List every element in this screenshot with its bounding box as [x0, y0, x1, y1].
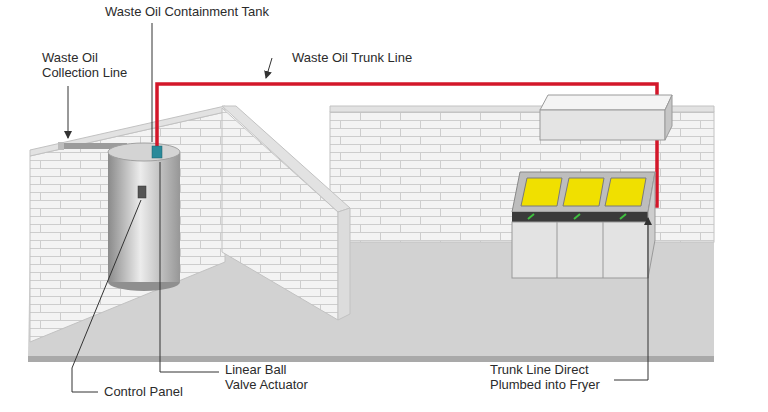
- exhaust-hood: [540, 110, 665, 140]
- callout-label: Trunk Line Direct Plumbed into Fryer: [490, 362, 608, 392]
- callout-label: Control Panel: [104, 384, 183, 399]
- hood-side: [665, 95, 672, 140]
- fryer-well: [563, 178, 604, 206]
- leader-arrow: [614, 218, 648, 380]
- leader-line: [72, 200, 141, 392]
- callout-label: Waste Oil Trunk Line: [292, 50, 412, 65]
- control-mark: [528, 214, 626, 219]
- valve-actuator: [152, 146, 162, 158]
- fryer-side: [648, 172, 655, 278]
- callout-label: Waste Oil Containment Tank: [105, 4, 269, 19]
- fryer-well: [605, 178, 646, 206]
- leader-arrow: [68, 86, 69, 138]
- containment-tank: [108, 152, 180, 282]
- callout-label: Linear Ball Valve Actuator: [225, 362, 321, 392]
- leader-arrow: [266, 58, 272, 78]
- fryer-controls: [512, 212, 648, 222]
- partition-end: [338, 208, 350, 320]
- callout-label: Waste Oil Collection Line: [42, 50, 142, 80]
- fryer-well: [521, 178, 562, 206]
- partition-wall: [222, 108, 338, 320]
- floor-edge: [28, 356, 714, 362]
- pipe-end: [58, 142, 64, 150]
- wall-top: [222, 106, 350, 212]
- leader-line: [152, 23, 153, 142]
- control-panel: [138, 186, 146, 198]
- fryer-cabinet: [512, 222, 648, 278]
- tank-top: [108, 143, 180, 161]
- cabinet-door: [557, 222, 603, 278]
- left-wall: [30, 112, 225, 342]
- hood-top: [540, 95, 672, 110]
- fryer-top: [512, 172, 655, 212]
- leader-line: [160, 162, 219, 372]
